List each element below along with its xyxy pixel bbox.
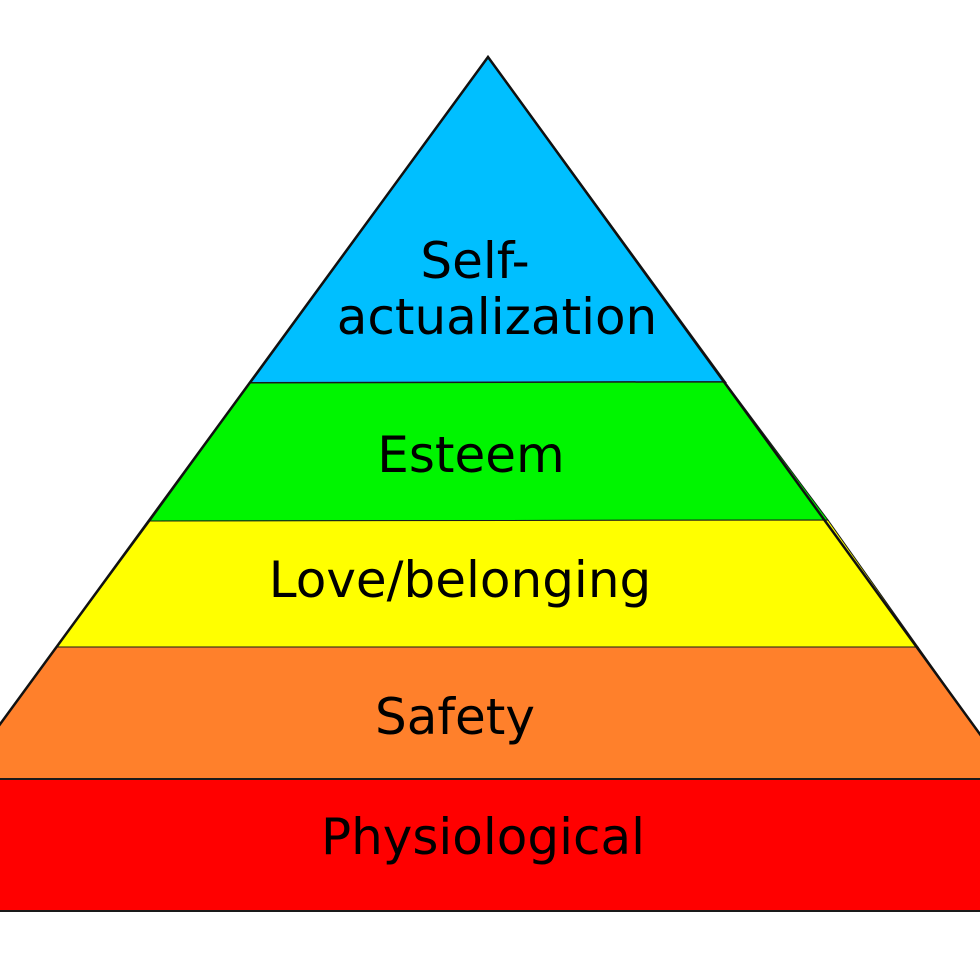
- label-love-belonging: Love/belonging: [269, 551, 652, 609]
- level-physiological: [0, 778, 980, 912]
- label-self-actualization-line1: Self-: [420, 232, 529, 290]
- label-esteem: Esteem: [377, 426, 564, 484]
- label-physiological: Physiological: [321, 808, 645, 866]
- label-self-actualization-line2: actualization: [337, 288, 658, 346]
- label-safety: Safety: [375, 688, 535, 746]
